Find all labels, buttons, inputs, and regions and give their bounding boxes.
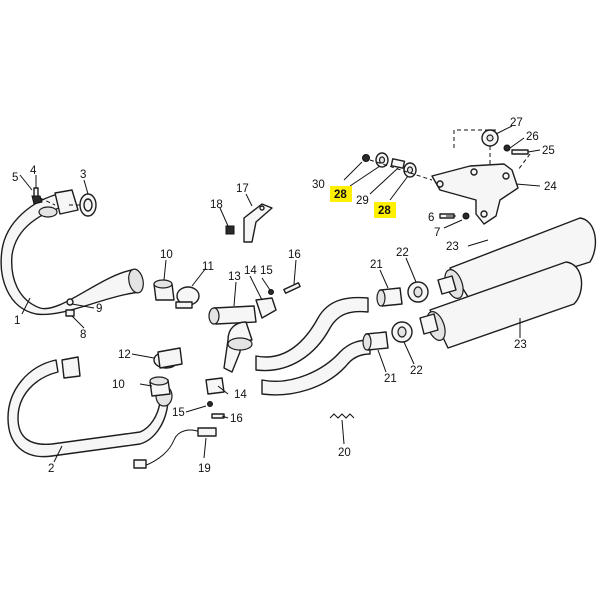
mount-bolt: [362, 154, 370, 162]
callout-28-left: 28: [334, 189, 347, 201]
callout-labels: 1 2 3 4 5 6 7 8 9 10 10 11 12 13 14 14 1…: [12, 117, 557, 475]
callout-6: 6: [428, 212, 434, 224]
callout-24: 24: [544, 181, 557, 193]
mount-bracket: [243, 203, 273, 243]
front-header-pipe: [0, 189, 144, 316]
callout-20: 20: [338, 447, 351, 459]
callout-15-lower: 15: [172, 407, 185, 419]
nut-upper: [268, 289, 274, 295]
callout-21-upper: 21: [370, 259, 383, 271]
clamp-sleeve-upper: [153, 279, 175, 301]
muffler-clamp-upper: [407, 281, 429, 303]
mount-washer-a: [375, 152, 389, 168]
callout-28-right: 28: [378, 205, 391, 217]
callout-25: 25: [542, 145, 555, 157]
callout-23-upper: 23: [446, 241, 459, 253]
bracket-washer: [503, 144, 511, 152]
bracket-grommet: [481, 129, 499, 147]
mount-dashed-line: [369, 159, 433, 181]
bracket-bolt: [511, 149, 529, 155]
callout-13: 13: [228, 271, 241, 283]
callout-23-lower: 23: [514, 339, 527, 351]
callout-10-lower: 10: [112, 379, 125, 391]
muffler-sleeve-lower: [362, 331, 389, 351]
flange-nut: [31, 195, 43, 205]
callout-9: 9: [96, 303, 102, 315]
callout-14-upper: 14: [244, 265, 257, 277]
washer-bolt: [65, 298, 75, 317]
mid-pipe-lower: [261, 339, 371, 396]
callout-4: 4: [30, 165, 37, 177]
callout-18: 18: [210, 199, 223, 211]
bracket-lower-washer: [462, 212, 470, 220]
mount-washer-b: [403, 162, 417, 178]
callout-16-lower: 16: [230, 413, 243, 425]
callout-28-highlight-left: [330, 186, 352, 202]
callout-10-upper: 10: [160, 249, 173, 261]
callout-27: 27: [510, 117, 523, 129]
bolt-lower: [211, 413, 225, 419]
bolt-upper: [283, 282, 301, 294]
muffler-lower: [419, 261, 583, 349]
callout-7: 7: [434, 227, 440, 239]
oxygen-sensor: [133, 427, 217, 469]
callout-22-lower: 22: [410, 365, 423, 377]
callout-11: 11: [202, 261, 214, 273]
callout-29: 29: [356, 195, 369, 207]
callout-8: 8: [80, 329, 86, 341]
mid-pipe-upper: [255, 296, 369, 372]
muffler-sleeve-upper: [376, 287, 403, 307]
callout-28-highlight-right: [374, 202, 396, 218]
crossover-pipe: [208, 305, 257, 373]
callout-15-upper: 15: [260, 265, 273, 277]
header-dashed-lines: [39, 197, 80, 206]
exhaust-gasket: [79, 193, 97, 217]
bracket-dashed-lines: [453, 129, 531, 171]
callout-16-upper: 16: [288, 249, 301, 261]
callout-22-upper: 22: [396, 247, 409, 259]
callout-14-lower: 14: [234, 389, 247, 401]
muffler-bracket: [431, 163, 519, 225]
nut-lower: [207, 401, 213, 407]
callout-5: 5: [12, 172, 18, 184]
muffler-upper: [437, 217, 597, 301]
callout-17: 17: [236, 183, 249, 195]
callout-3: 3: [80, 169, 86, 181]
crossover-bracket-lower: [205, 377, 225, 395]
callout-1: 1: [14, 315, 20, 327]
leader-lines: [19, 125, 541, 463]
rear-header-pipe: [7, 356, 173, 458]
callout-2: 2: [48, 463, 54, 475]
muffler-clamp: [153, 347, 183, 369]
spring: [329, 413, 355, 419]
callout-30: 30: [312, 179, 325, 191]
bracket-nut: [225, 225, 235, 235]
crossover-bracket-upper: [255, 297, 277, 319]
callout-21-lower: 21: [384, 373, 397, 385]
callout-26: 26: [526, 131, 539, 143]
callout-12: 12: [118, 349, 131, 361]
callout-19: 19: [198, 463, 211, 475]
clamp-sleeve-lower: [149, 376, 171, 397]
muffler-clamp-lower: [391, 321, 413, 343]
mount-spacer: [390, 158, 406, 169]
band-clamp: [175, 286, 200, 309]
